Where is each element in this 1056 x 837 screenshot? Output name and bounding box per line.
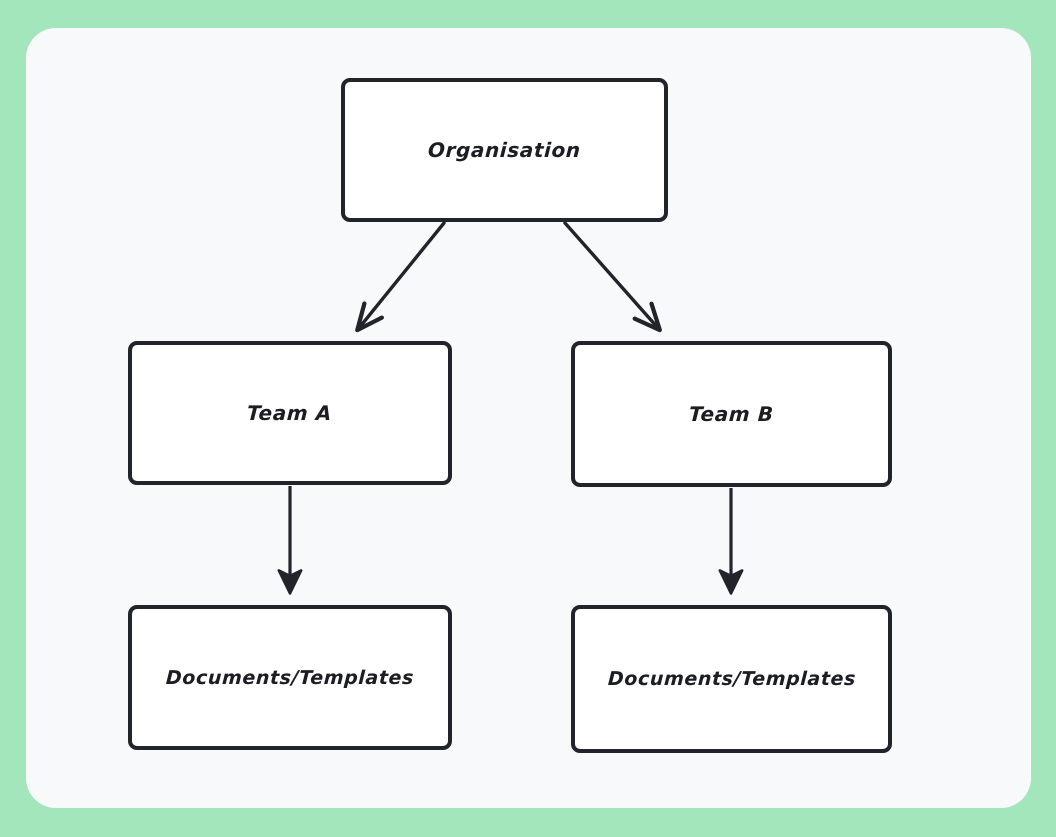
- node-documents-templates-b[interactable]: Documents/Templates: [571, 605, 892, 753]
- node-documents-templates-a-label: Documents/Templates: [165, 666, 415, 689]
- node-organisation[interactable]: Organisation: [341, 78, 668, 222]
- node-organisation-label: Organisation: [427, 138, 582, 162]
- node-documents-templates-a[interactable]: Documents/Templates: [128, 605, 452, 750]
- node-team-b[interactable]: Team B: [571, 341, 892, 487]
- edge-org-to-team-b: [563, 221, 658, 328]
- node-documents-templates-b-label: Documents/Templates: [606, 668, 857, 690]
- node-team-a-label: Team A: [246, 401, 334, 425]
- node-team-b-label: Team B: [688, 402, 775, 426]
- edge-org-to-team-a: [359, 221, 446, 328]
- node-team-a[interactable]: Team A: [128, 341, 452, 485]
